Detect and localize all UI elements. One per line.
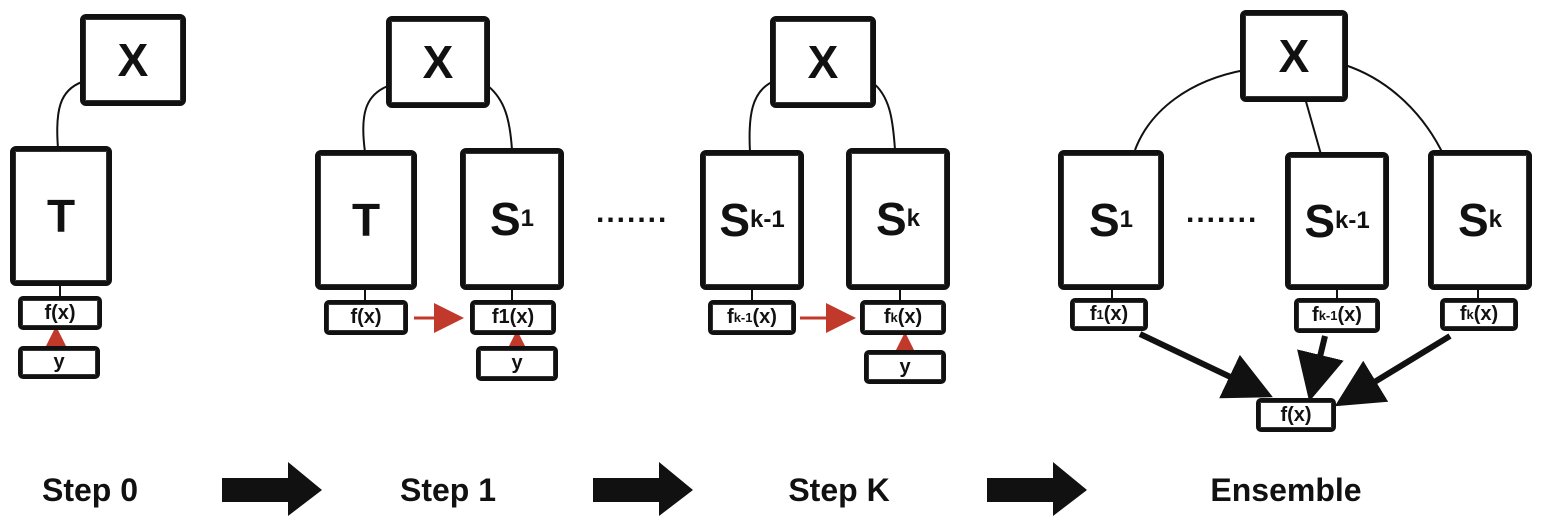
x-box-stepk: X bbox=[770, 16, 876, 108]
y-box-step0: y bbox=[18, 346, 100, 379]
x-box-step1: X bbox=[386, 16, 490, 108]
step-1-label: Step 1 bbox=[399, 472, 497, 508]
link-x-skm1-ensemble bbox=[1304, 97, 1323, 159]
ellipsis-ensemble: ....... bbox=[1186, 196, 1259, 229]
arrow-fkm1x-fx-ensemble bbox=[1297, 335, 1344, 402]
link-x-sk-stepk bbox=[871, 81, 896, 151]
x-box-step0: X bbox=[80, 14, 186, 106]
step-0-label: Step 0 bbox=[41, 472, 139, 508]
arrow-f1x-fx-ensemble bbox=[1138, 331, 1273, 399]
link-x-s1-ensemble bbox=[1134, 69, 1246, 151]
link-x-s1-step1 bbox=[487, 85, 513, 151]
step-k-label: Step K bbox=[788, 472, 890, 508]
fx-box-step0: f(x) bbox=[18, 296, 102, 330]
step-arrow-2 bbox=[593, 462, 693, 516]
ellipsis-step1: ....... bbox=[596, 196, 669, 229]
link-x-t-step1 bbox=[362, 85, 389, 153]
y-box-stepk: y bbox=[864, 350, 946, 384]
f1x-box-step1: f1(x) bbox=[470, 300, 556, 335]
arrow-fkx-fx-ensemble bbox=[1334, 333, 1452, 407]
fx-box-ensemble: f(x) bbox=[1256, 398, 1336, 432]
x-box-ensemble: X bbox=[1240, 10, 1348, 102]
link-x-skm1-stepk bbox=[748, 81, 773, 153]
teacher-box-step0: T bbox=[10, 146, 112, 286]
link-x-t-step0 bbox=[56, 81, 83, 149]
step-arrow-3 bbox=[987, 462, 1087, 516]
fx-box-step1: f(x) bbox=[324, 300, 408, 335]
ensemble-label: Ensemble bbox=[1210, 472, 1362, 508]
y-box-step1: y bbox=[476, 346, 558, 381]
step-arrow-1 bbox=[222, 462, 322, 516]
teacher-box-step1: T bbox=[315, 150, 417, 290]
link-x-sk-ensemble bbox=[1344, 64, 1446, 159]
